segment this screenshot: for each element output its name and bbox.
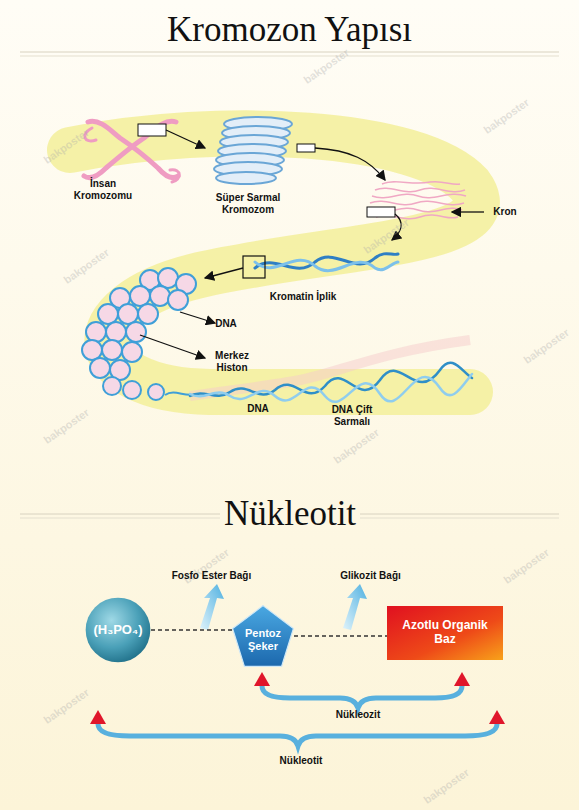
phosphate-circle: (H₃PO₄) [85, 597, 151, 663]
watermark: bakposter [421, 766, 471, 806]
node-text: Azotlu Organik Baz [400, 619, 490, 647]
bond-label: Fosfo Ester Bağı [152, 570, 272, 582]
bond-label: Glikozit Bağı [311, 570, 431, 582]
watermark: bakposter [501, 546, 551, 586]
watermark: bakposter [41, 686, 91, 726]
title: Kromozon Yapısı [0, 10, 579, 50]
part-label: Kron [485, 206, 525, 218]
section-heading: Nükleotit [210, 494, 370, 534]
part-label: Nükleotit [256, 755, 346, 767]
base-box: Azotlu Organik Baz [387, 606, 503, 660]
part-label: DNA Çift Sarmalı [317, 404, 387, 427]
watermark: bakposter [331, 426, 381, 466]
node-text: (H₃PO₄) [93, 623, 142, 638]
sugar-pentagon: Pentoz Şeker [232, 605, 294, 667]
watermark: bakposter [41, 406, 91, 446]
part-label: DNA [238, 403, 278, 415]
node-text: Pentoz Şeker [239, 627, 287, 652]
part-label: Merkez Histon [202, 350, 262, 373]
watermark: bakposter [521, 326, 571, 366]
watermark: bakposter [481, 96, 531, 136]
bond-line [151, 629, 232, 631]
watermark: bakposter [61, 246, 111, 286]
part-label: Süper Sarmal Kromozom [203, 192, 293, 215]
part-label: Nükleozit [313, 709, 403, 721]
part-label: DNA [206, 318, 246, 330]
part-label: İnsan Kromozomu [63, 178, 143, 201]
part-label: Kromatin İplik [268, 291, 338, 303]
bond-line [294, 635, 387, 637]
